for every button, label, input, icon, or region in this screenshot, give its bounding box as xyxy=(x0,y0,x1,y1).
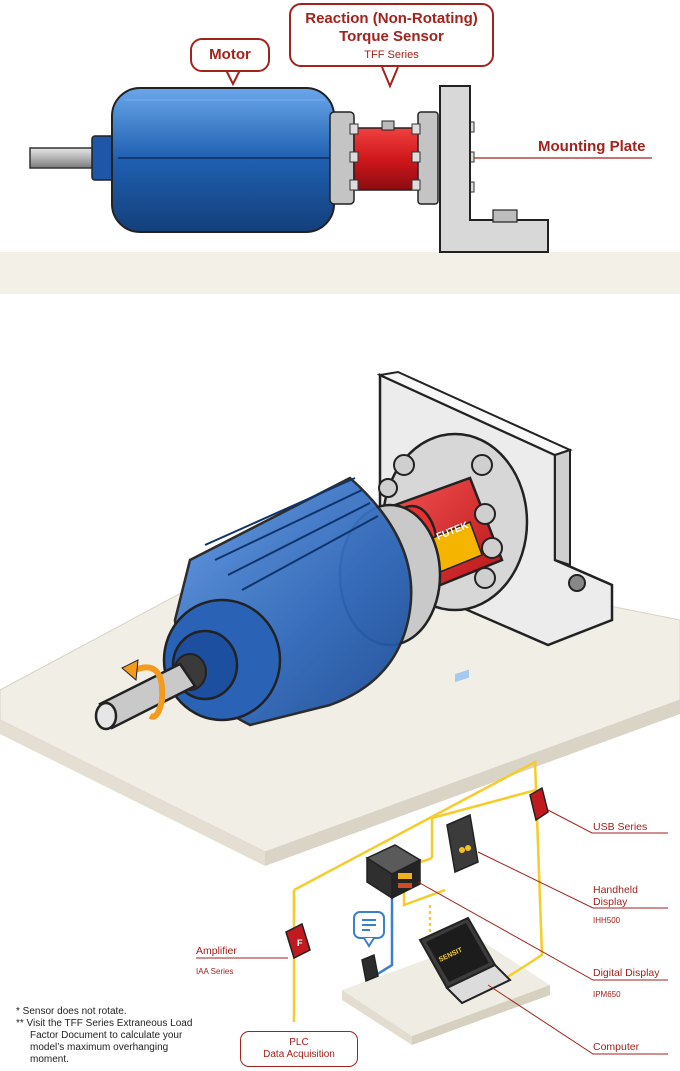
note-2-line2: Factor Document to calculate your xyxy=(30,1030,183,1041)
leader-lines xyxy=(196,809,668,1055)
note-2-line3: model’s maximum overhanging xyxy=(30,1042,169,1053)
note-2-line4: moment. xyxy=(30,1054,69,1065)
blue-cable xyxy=(375,870,394,977)
top-side-view-illustration xyxy=(29,66,652,253)
top-ground-band xyxy=(0,252,680,294)
digital-display-label: Digital Display xyxy=(593,967,660,979)
motor-label: Motor xyxy=(209,46,251,63)
iso-rotation-arrow xyxy=(128,664,166,720)
handheld-label-line1: Handheld xyxy=(593,884,638,896)
laptop-computer: SENSIT xyxy=(418,916,512,1005)
sensor-mini-device xyxy=(361,953,379,983)
amplifier-series: IAA Series xyxy=(196,967,234,976)
handheld-label-line2: Display xyxy=(593,896,628,908)
handheld-display-device xyxy=(446,669,479,874)
note-1: * Sensor does not rotate. xyxy=(16,1006,127,1017)
plc-label-line2: Data Acquisition xyxy=(263,1049,335,1060)
sensor-label-line1: Reaction (Non-Rotating) xyxy=(305,10,478,27)
motor-callout: Motor xyxy=(190,38,270,72)
mounting-plate-label: Mounting Plate xyxy=(538,138,646,155)
sensor-connector xyxy=(381,120,395,131)
plc-callout: PLC Data Acquisition xyxy=(240,1031,358,1067)
svg-text:F: F xyxy=(297,938,303,948)
handheld-display-label: Handheld Display xyxy=(593,884,638,908)
plc-label-line1: PLC xyxy=(289,1037,309,1048)
sensor-callout: Reaction (Non-Rotating) Torque Sensor TF… xyxy=(289,3,494,67)
sensor-series: TFF Series xyxy=(364,49,419,61)
digital-display-device xyxy=(365,844,422,900)
usb-device xyxy=(529,786,549,822)
sensor-bubble-icon xyxy=(353,911,385,948)
footnotes: * Sensor does not rotate. ** Visit the T… xyxy=(16,1006,216,1066)
note-2-line1: ** Visit the TFF Series Extraneous Load xyxy=(16,1018,193,1029)
amplifier-device xyxy=(285,922,311,960)
handheld-series: IHH500 xyxy=(593,916,621,925)
amplifier-label: Amplifier xyxy=(196,945,237,957)
iso-flange-bolts xyxy=(378,454,503,589)
digital-display-series: IPM650 xyxy=(593,990,621,999)
computer-label: Computer xyxy=(593,1041,640,1053)
mounting-plate xyxy=(439,85,549,253)
iso-bracket-hole xyxy=(568,574,586,592)
usb-series-label: USB Series xyxy=(593,821,648,833)
iso-motor-fins xyxy=(204,477,379,591)
sensor-label-line2: Torque Sensor xyxy=(339,28,444,45)
